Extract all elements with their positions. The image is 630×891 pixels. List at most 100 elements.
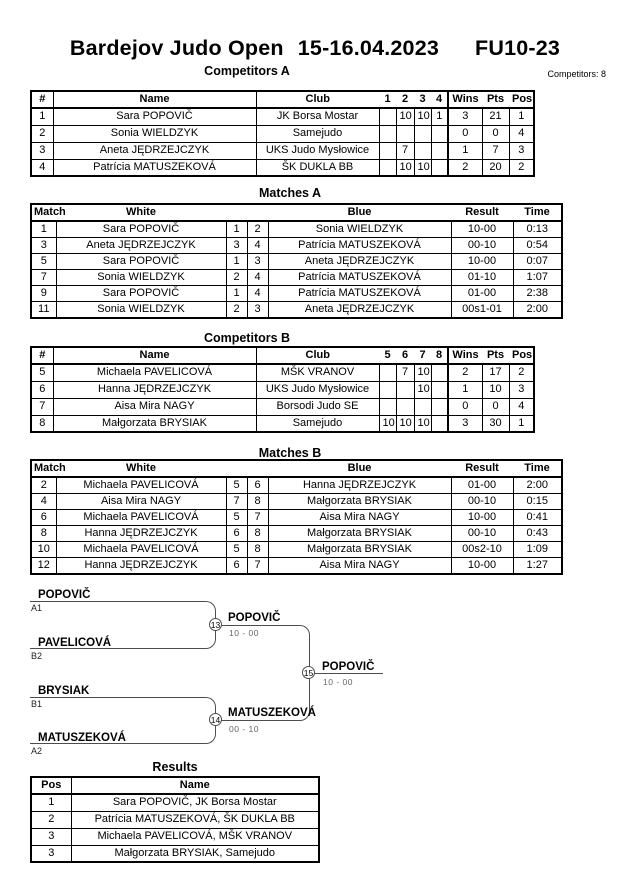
table-cell: 01-10 [450,269,514,286]
table-cell: Aisa Mira NAGY [52,397,257,416]
table-cell: Aisa Mira NAGY [55,493,227,510]
column-header: Pos [509,90,534,109]
table-cell [378,397,397,416]
table-header-row: # Name Club 5 6 7 8 Wins Pts Pos [30,346,534,365]
event-name: Bardejov Judo Open [69,36,284,60]
column-header: Match [31,459,66,478]
table-cell: 7 [225,493,248,510]
table-cell: 30 [481,414,510,433]
table-cell: 10 [413,414,432,433]
table-cell: 10 [413,363,432,382]
column-header: Wins [447,90,482,109]
table-cell: Michaela PAVELICOVÁ [52,363,257,382]
table-cell: 5 [225,541,248,558]
table-cell: 20 [481,158,510,177]
table-cell: UKS Judo Mysłowice [255,141,380,160]
table-cell: 8 [30,525,57,542]
table-cell: 2:38 [512,285,563,302]
table-cell [378,124,397,143]
column-header: Club [255,90,379,109]
table-cell: 1 [30,793,72,812]
table-cell: 4 [246,285,269,302]
table-cell: 4 [508,124,535,143]
table-cell: Sonia WIELDZYK [267,220,452,238]
table-header-row: Match White Blue Result Time [31,203,562,222]
table-cell: 17 [481,363,510,382]
table-cell: 0 [447,124,483,143]
table-cell: 00s1-01 [450,301,514,319]
table-cell: 7 [246,509,269,526]
table-cell: 0:15 [512,493,563,510]
column-header-spacer [226,459,268,478]
column-header: 4 [431,90,448,109]
table-cell: Hanna JĘDRZEJCZYK [52,380,257,399]
table-cell: Borsodi Judo SE [255,397,380,416]
table-cell: Małgorzata BRYSIAK [267,493,452,510]
table-cell: 3 [246,253,269,270]
table-cell: Samejudo [255,414,380,433]
table-cell: Patrícia MATUSZEKOVÁ, ŠK DUKLA BB [70,810,320,829]
table-cell: 6 [30,509,57,526]
section-heading-competitors-a: Competitors A [204,64,290,78]
table-cell: 0:41 [512,509,563,526]
bracket-match-score: 10 - 00 [323,677,353,687]
table-cell [378,363,397,382]
column-header: Name [52,90,257,109]
table-cell: 01-00 [450,476,514,494]
column-header: Blue [268,203,451,222]
table-cell: Aneta JĘDRZEJCZYK [55,237,227,254]
table-cell: UKS Judo Mysłowice [255,380,380,399]
table-cell: 8 [30,414,54,433]
table-cell: 2 [30,810,72,829]
bracket-winner-name: MATUSZEKOVÁ [228,707,316,719]
column-header: Time [513,203,562,222]
table-cell: 7 [30,269,57,286]
bracket-connector-sf2 [30,697,216,744]
table-cell: 2 [225,269,248,286]
table-cell: 10 [395,107,415,126]
table-cell: 1 [430,107,449,126]
table-cell: 8 [246,541,269,558]
column-header: White [56,459,226,478]
table-cell: 9 [30,285,57,302]
table-cell: Sara POPOVIČ [55,220,227,238]
table-cell: 10-00 [450,253,514,270]
column-header: 2 [396,90,414,109]
table-cell: 10 [413,107,432,126]
table-cell [378,107,397,126]
table-cell: 4 [246,269,269,286]
table-cell: 0:54 [512,237,563,254]
column-header: White [56,203,226,222]
table-cell: 10 [413,158,432,177]
bracket-match-score: 10 - 00 [229,628,259,638]
event-date: 15-16.04.2023 [297,36,440,60]
table-cell: 21 [481,107,510,126]
column-header: Name [70,776,320,795]
table-cell: 4 [30,158,54,177]
table-cell: Aisa Mira NAGY [267,557,452,575]
column-header: Pts [482,346,509,365]
competitors-count: Competitors: 8 [547,69,606,79]
table-cell: 3 [30,237,57,254]
table-cell: Hanna JĘDRZEJCZYK [267,476,452,494]
table-cell: Małgorzata BRYSIAK [52,414,257,433]
bracket-seed-label: B2 [31,651,43,661]
table-cell [395,124,415,143]
table-cell: 00-10 [450,525,514,542]
match-number-circle: 13 [209,618,222,631]
table-cell [395,397,415,416]
category-code: FU10-23 [475,36,561,60]
table-cell: 1:09 [512,541,563,558]
table-cell: 00-10 [450,237,514,254]
table-cell: Patrícia MATUSZEKOVÁ [267,237,452,254]
table-cell: 2:00 [512,301,563,319]
page-title: Bardejov Judo Open 15-16.04.2023 FU10-23 [0,36,630,61]
column-header: Time [513,459,562,478]
